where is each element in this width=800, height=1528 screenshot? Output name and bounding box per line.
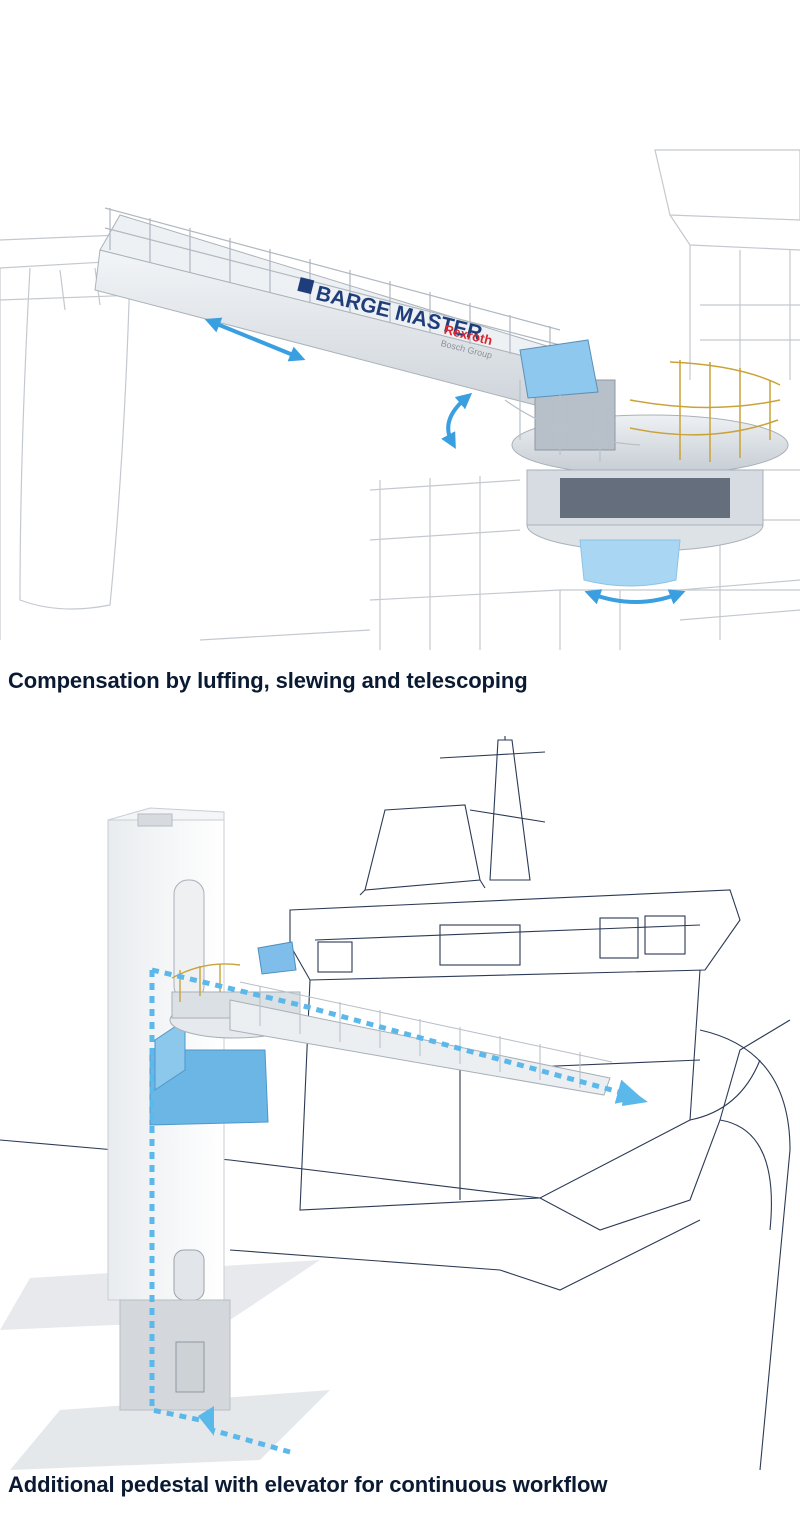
elevator-door-lower — [175, 1341, 205, 1393]
offshore-structure-background — [0, 149, 800, 650]
vessel-outline — [0, 736, 791, 1470]
elevator-door-upper — [173, 1249, 205, 1301]
exit-arrowhead-icon — [622, 1085, 648, 1106]
operator-cabin — [519, 339, 599, 399]
slewing-arrow — [584, 589, 686, 605]
crane-gangway-diagram: BARGE MASTER Rexroth Bosch Group — [0, 149, 800, 650]
slewing-platform — [504, 339, 789, 587]
logo-mark-icon — [297, 277, 315, 295]
top-illustration: BARGE MASTER Rexroth Bosch Group — [0, 0, 800, 660]
telescoping-arrow — [204, 317, 306, 362]
bottom-illustration — [0, 730, 800, 1470]
operator-cabin-small — [257, 941, 297, 975]
workflow-path-arrow — [149, 967, 643, 1455]
tower-crane — [149, 941, 613, 1126]
caption-pedestal-elevator: Additional pedestal with elevator for co… — [8, 1472, 608, 1497]
entry-arrowhead-icon — [198, 1406, 214, 1436]
luffing-arrow — [441, 392, 473, 450]
pedestal — [579, 539, 681, 587]
platform-railing — [629, 360, 781, 462]
pedestal-elevator-diagram — [0, 736, 791, 1470]
caption-compensation: Compensation by luffing, slewing and tel… — [8, 668, 528, 693]
